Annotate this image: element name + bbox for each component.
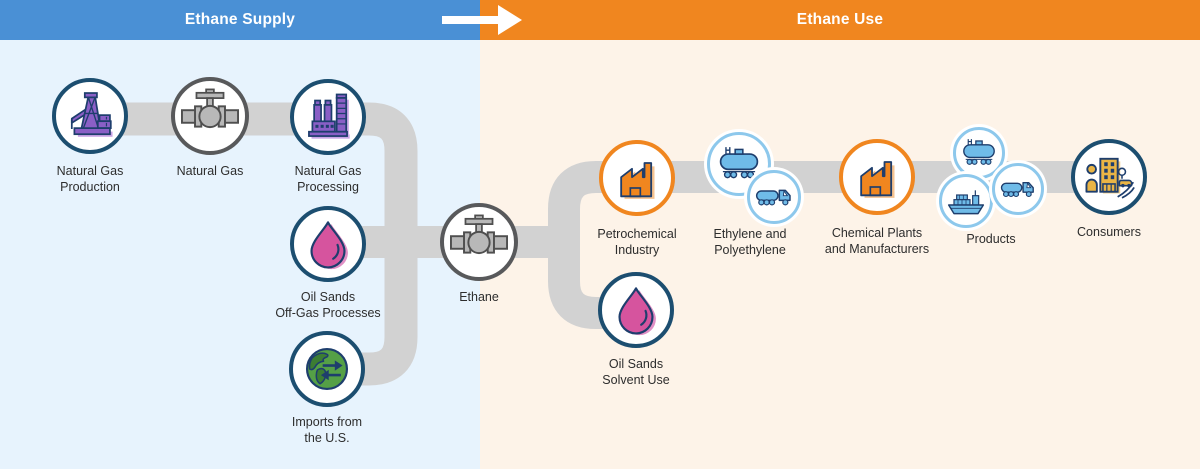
pipeline-valve-icon <box>181 88 239 129</box>
label-natural-gas: Natural Gas <box>176 164 244 178</box>
node-products-ship <box>939 174 993 228</box>
cargo-ship-icon <box>947 190 985 215</box>
label-oil-sands-off-gas: Oil Sands Off-Gas Processes <box>275 290 381 321</box>
label-oil-sands-solvent: Oil Sands Solvent Use <box>602 357 670 388</box>
globe-trade-icon <box>305 347 349 391</box>
node-petrochemical <box>599 140 675 216</box>
node-products-truck <box>992 163 1044 215</box>
oil-droplet-icon <box>618 287 656 336</box>
node-natural-gas <box>171 77 249 155</box>
supply-header: Ethane Supply <box>0 0 480 40</box>
use-header: Ethane Use <box>480 0 1200 40</box>
rail-tank-car-icon <box>963 139 995 165</box>
community-icon <box>1085 157 1135 199</box>
right-arrow-icon <box>442 5 522 35</box>
label-products: Products <box>966 232 1016 246</box>
bottom-margin <box>0 469 1200 474</box>
oil-rig-icon <box>70 92 113 137</box>
label-natural-gas-processing: Natural Gas Processing <box>294 164 362 195</box>
node-natural-gas-processing <box>290 79 366 155</box>
rail-tank-car-icon <box>719 147 759 179</box>
node-oil-sands-solvent <box>598 272 674 348</box>
tank-truck-icon <box>1000 181 1034 198</box>
use-background-band <box>480 40 1200 469</box>
oil-droplet-icon <box>310 221 348 270</box>
use-pipe <box>548 161 1109 329</box>
node-consumers <box>1071 139 1147 215</box>
tank-truck-icon <box>755 189 791 206</box>
node-products-railcar <box>953 127 1005 179</box>
node-ethylene-truck <box>747 170 801 224</box>
label-imports-us: Imports from the U.S. <box>291 415 363 446</box>
label-ethylene: Ethylene and Polyethylene <box>713 227 787 258</box>
factory-icon <box>860 161 895 198</box>
node-ethane <box>440 203 518 281</box>
pipeline-valve-icon <box>450 214 508 255</box>
label-ethane: Ethane <box>459 290 499 304</box>
supply-header-title: Ethane Supply <box>184 11 296 28</box>
processing-plant-icon <box>308 93 350 139</box>
label-petrochemical: Petrochemical Industry <box>597 227 677 258</box>
label-consumers: Consumers <box>1077 225 1141 239</box>
node-natural-gas-production <box>52 78 128 154</box>
factory-icon <box>620 162 655 199</box>
node-imports-us <box>289 331 365 407</box>
node-oil-sands-off-gas <box>290 206 366 282</box>
node-chemical-plants <box>839 139 915 215</box>
use-header-title: Ethane Use <box>796 11 884 28</box>
label-natural-gas-production: Natural Gas Production <box>56 164 124 195</box>
label-chemical-plants: Chemical Plants and Manufacturers <box>824 226 930 257</box>
